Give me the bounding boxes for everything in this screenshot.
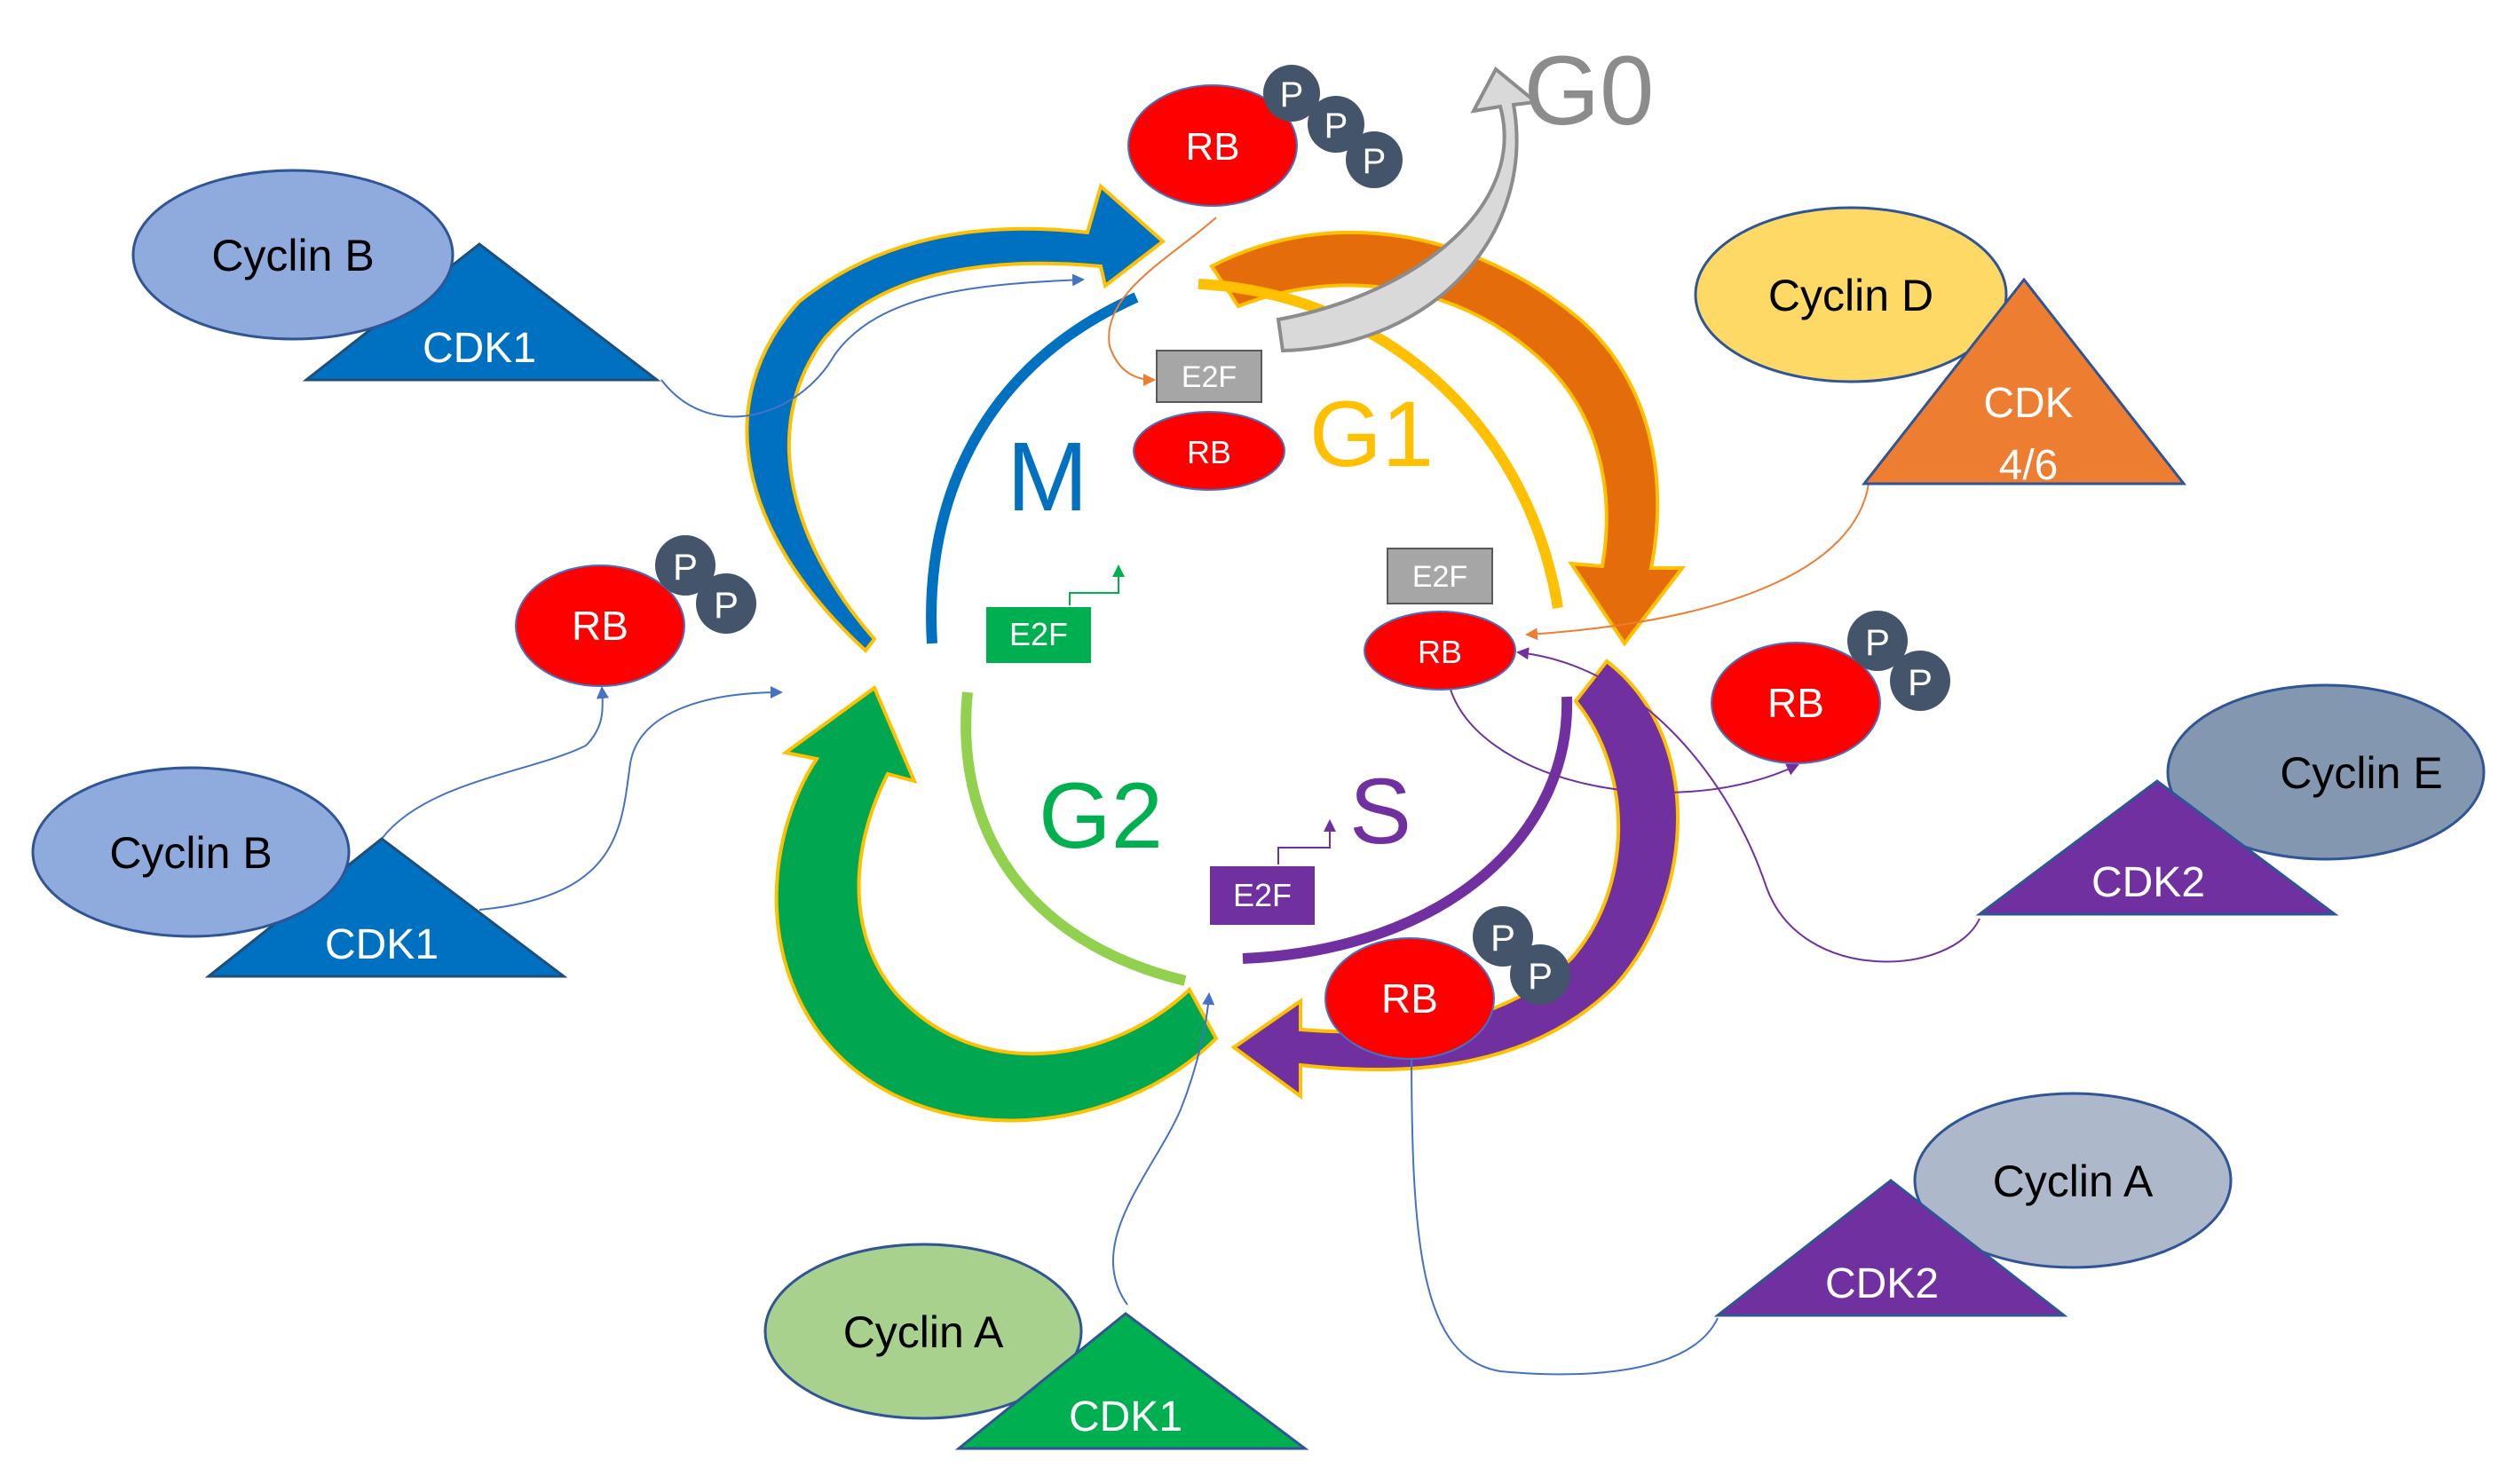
cyclin-a-label: Cyclin A bbox=[1993, 1156, 2154, 1206]
phosphate-circle bbox=[1510, 944, 1570, 1005]
rb-oval bbox=[1364, 611, 1516, 691]
e2f-purple-promoter-arrow bbox=[1277, 819, 1336, 865]
e2f-label: E2F bbox=[1412, 560, 1467, 594]
phosphate-label: P bbox=[1363, 142, 1387, 181]
cdk1-triangle bbox=[954, 1312, 1309, 1450]
rb-pp-bottom: RB P P bbox=[1324, 906, 1570, 1060]
rb-oval bbox=[1133, 411, 1285, 491]
cyclin-b-top-connector bbox=[660, 273, 1085, 418]
cyclin-d-cdk46: Cyclin D CDK 4/6 bbox=[1694, 206, 2187, 489]
rb-oval bbox=[515, 564, 685, 687]
cdk2-triangle bbox=[1975, 779, 2339, 916]
cdk1-green-connector bbox=[1111, 992, 1215, 1306]
e2f-box bbox=[1156, 350, 1262, 403]
cdk2-label: CDK2 bbox=[2091, 859, 2205, 906]
m-phase-label: M bbox=[1007, 422, 1088, 532]
e2f-purple: E2F bbox=[1208, 864, 1316, 927]
cyclin-a-oval bbox=[1913, 1092, 2233, 1269]
cyclin-b-left-to-rb-connector bbox=[381, 686, 609, 840]
s-phase-inner-arc bbox=[1242, 696, 1573, 964]
g0-label: G0 bbox=[1524, 36, 1655, 146]
phosphate-circle bbox=[1346, 131, 1403, 188]
cyclin-d-oval bbox=[1694, 206, 2008, 383]
cyclin-b-cdk1-left: Cyclin B CDK1 bbox=[31, 766, 568, 978]
g2-phase-outer-arrow bbox=[774, 684, 1219, 1123]
cdk2-label: CDK2 bbox=[1825, 1260, 1939, 1307]
phosphate-label: P bbox=[1490, 917, 1515, 959]
rb-oval bbox=[1324, 937, 1495, 1060]
phosphate-label: P bbox=[1280, 75, 1304, 114]
cyclin-b-label: Cyclin B bbox=[211, 231, 374, 280]
phosphate-label: P bbox=[673, 546, 698, 588]
phosphate-circle bbox=[1263, 65, 1320, 122]
cyclin-a-label: Cyclin A bbox=[843, 1307, 1004, 1357]
cdk1-label: CDK1 bbox=[325, 921, 439, 968]
cdk46-connector bbox=[1525, 483, 1870, 641]
g2-phase-label: G2 bbox=[1039, 764, 1163, 868]
s-phase-label: S bbox=[1349, 760, 1411, 864]
cdk46-label-line1: CDK bbox=[1983, 380, 2073, 427]
g2-phase-inner-arc bbox=[961, 691, 1187, 986]
phosphate-label: P bbox=[1865, 621, 1890, 663]
rb-label: RB bbox=[1381, 975, 1438, 1022]
phosphate-circle bbox=[696, 573, 756, 634]
m-phase-outer-arrow bbox=[745, 183, 1166, 653]
cdk2-e-connector bbox=[1516, 647, 1980, 963]
g0-exit-arrow bbox=[1276, 66, 1540, 353]
e2f-label: E2F bbox=[1182, 360, 1237, 394]
cyclin-e-oval bbox=[2166, 683, 2486, 861]
rb-label: RB bbox=[1418, 634, 1462, 670]
e2f-rb-complex-top: E2F RB bbox=[1133, 350, 1285, 491]
m-phase-inner-arc bbox=[926, 292, 1139, 644]
e2f-box bbox=[1208, 864, 1316, 927]
g1-phase-label: G1 bbox=[1309, 383, 1434, 486]
phosphate-circle bbox=[1890, 651, 1950, 711]
e2f-green-promoter-arrow bbox=[1069, 564, 1125, 612]
rb-oval bbox=[1711, 642, 1881, 764]
e2f-label: E2F bbox=[1233, 877, 1292, 913]
cyclin-a-cdk1: Cyclin A CDK1 bbox=[763, 1243, 1309, 1450]
cyclin-d-label: Cyclin D bbox=[1768, 271, 1933, 320]
phosphate-circle bbox=[1847, 611, 1908, 671]
rb-g1-to-rb-pp-connector bbox=[1448, 683, 1799, 793]
g1-phase-inner-arc bbox=[1198, 279, 1563, 609]
cdk2-a-connector bbox=[1405, 1046, 1719, 1376]
cdk46-label-line2: 4/6 bbox=[1999, 442, 2059, 489]
rb-oval bbox=[1127, 84, 1298, 207]
phosphate-circle bbox=[1473, 906, 1533, 967]
phosphate-label: P bbox=[1528, 955, 1553, 997]
rb-label: RB bbox=[1187, 434, 1231, 470]
cdk2-triangle bbox=[1713, 1179, 2068, 1317]
rb-label: RB bbox=[1185, 125, 1239, 169]
e2f-green: E2F bbox=[984, 605, 1093, 665]
phosphate-label: P bbox=[1908, 661, 1933, 703]
cdk46-triangle bbox=[1861, 277, 2187, 485]
cdk1-label: CDK1 bbox=[423, 325, 536, 372]
rb-ppp-to-e2f-rb-connector bbox=[1108, 217, 1217, 386]
cyclin-b-oval bbox=[31, 766, 351, 938]
e2f-box bbox=[984, 605, 1093, 665]
phosphate-label: P bbox=[1324, 107, 1348, 146]
cyclin-b-label: Cyclin B bbox=[109, 828, 272, 878]
cdk1-left-connector bbox=[478, 686, 783, 911]
phosphate-circle bbox=[1308, 96, 1364, 153]
rb-pp-right: RB P P bbox=[1711, 611, 1950, 764]
cyclin-b-cdk1-top: Cyclin B CDK1 bbox=[131, 169, 661, 382]
phosphate-circle bbox=[655, 535, 715, 596]
rb-label: RB bbox=[572, 603, 628, 649]
e2f-box bbox=[1387, 548, 1493, 604]
e2f-rb-complex-right: E2F RB bbox=[1364, 548, 1516, 691]
e2f-label: E2F bbox=[1009, 616, 1068, 652]
rb-pp-left: RB P P bbox=[515, 535, 756, 687]
cyclin-b-oval bbox=[131, 169, 455, 341]
cyclin-a-cdk2: Cyclin A CDK2 bbox=[1713, 1092, 2233, 1317]
cdk1-label: CDK1 bbox=[1069, 1393, 1182, 1441]
cyclin-e-label: Cyclin E bbox=[2280, 748, 2442, 798]
cyclin-a-oval bbox=[763, 1243, 1083, 1420]
rb-ppp-top: RB P P P bbox=[1127, 65, 1403, 207]
cyclin-e-cdk2: Cyclin E CDK2 bbox=[1975, 683, 2486, 916]
rb-label: RB bbox=[1767, 680, 1824, 726]
phosphate-label: P bbox=[714, 584, 739, 626]
